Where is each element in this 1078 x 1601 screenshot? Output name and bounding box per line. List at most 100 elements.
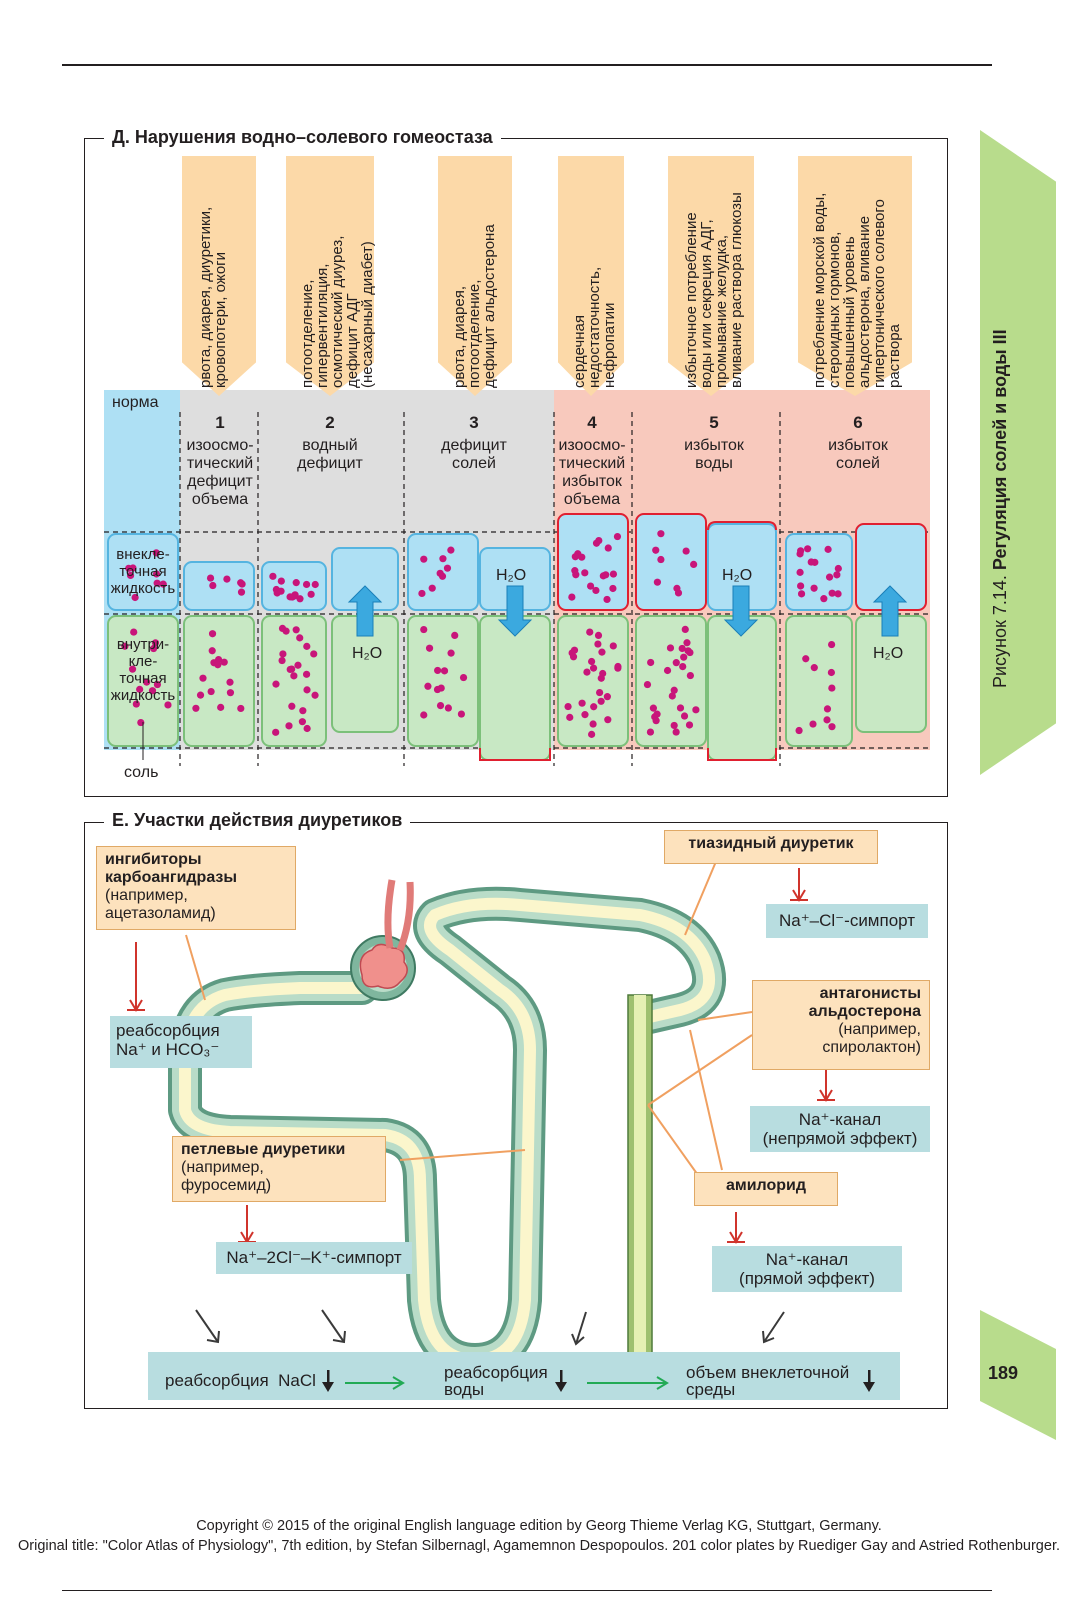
- column-number-5: 5: [709, 413, 719, 432]
- salt-dot: [292, 626, 300, 634]
- salt-dot: [294, 661, 302, 669]
- salt-dot: [121, 642, 129, 650]
- salt-dot: [159, 580, 167, 588]
- salt-dot: [569, 653, 578, 661]
- top-rule: [62, 64, 992, 66]
- salt-dot: [420, 711, 428, 719]
- salt-dot: [444, 704, 452, 712]
- ca-target-box: реабсорбция Na⁺ и HCO₃⁻: [110, 1016, 252, 1068]
- aldosterone-target-text: Na⁺-канал (непрямой эффект): [762, 1110, 918, 1148]
- salt-dot: [690, 560, 698, 569]
- salt-dot: [823, 716, 831, 724]
- salt-dot: [604, 544, 612, 552]
- salt-dot: [152, 549, 160, 557]
- salt-dot: [132, 700, 140, 708]
- salt-dot: [436, 701, 445, 710]
- salt-dot: [672, 659, 680, 667]
- salt-dot: [586, 582, 595, 590]
- col5-ecf: [635, 513, 707, 611]
- salt-dot: [679, 662, 687, 671]
- salt-dot: [570, 646, 579, 654]
- summary-bar: [148, 1352, 900, 1400]
- ca-target-text: реабсорбция Na⁺ и HCO₃⁻: [116, 1021, 220, 1059]
- column-number-1: 1: [215, 413, 225, 432]
- salt-dot: [130, 628, 138, 636]
- salt-dot: [428, 584, 436, 592]
- salt-dot: [149, 644, 158, 653]
- salt-dot: [126, 571, 135, 580]
- salt-dot: [834, 590, 842, 598]
- gray-arrows: [195, 1309, 785, 1346]
- loop-diuretics-title: петлевые диуретики: [181, 1141, 346, 1158]
- salt-dot: [226, 689, 235, 697]
- copyright-line-2: Original title: "Color Atlas of Physiolo…: [17, 1538, 1060, 1554]
- salt-dot: [302, 670, 311, 678]
- salt-dot: [129, 564, 137, 572]
- fluid-compartments-diagram: [104, 412, 930, 766]
- salt-dot: [214, 661, 222, 669]
- salt-dot: [288, 665, 296, 673]
- col2-water-arrow: [347, 585, 383, 637]
- salt-dot: [578, 553, 586, 561]
- salt-dot: [136, 685, 144, 693]
- summary-nacl: реабсорбция NaCl: [165, 1371, 316, 1390]
- h2o-label-col6: H₂O: [873, 645, 904, 662]
- salt-dot: [682, 547, 690, 555]
- thiazide-target-text: Na⁺–Cl⁻-симпорт: [778, 911, 916, 930]
- salt-dot: [668, 692, 676, 700]
- salt-dot: [825, 573, 834, 581]
- salt-dot: [457, 710, 466, 718]
- salt-dot: [196, 691, 205, 699]
- salt-dot: [277, 577, 285, 585]
- salt-dot: [683, 639, 691, 647]
- salt-dot: [603, 693, 611, 701]
- salt-dot: [680, 712, 689, 720]
- cause-banner-3: [438, 156, 512, 396]
- salt-dot: [152, 570, 161, 578]
- salt-dot: [797, 547, 805, 555]
- salt-dot: [151, 639, 160, 647]
- salt-dot: [298, 718, 306, 726]
- salt-dot: [436, 569, 444, 577]
- salt-dot: [447, 546, 455, 554]
- salt-dot: [164, 701, 172, 709]
- cause-banner-5: [668, 156, 754, 396]
- salt-dot: [797, 590, 806, 598]
- salt-dot: [594, 631, 603, 640]
- salt-dot: [447, 649, 455, 657]
- salt-dot: [439, 555, 447, 563]
- salt-dot: [307, 590, 315, 598]
- salt-dot: [296, 595, 304, 603]
- column-number-4: 4: [587, 413, 597, 432]
- salt-dot: [647, 658, 655, 667]
- salt-dot: [670, 721, 678, 730]
- salt-dot: [828, 640, 836, 649]
- column-number-2: 2: [325, 413, 335, 432]
- salt-dot: [278, 624, 287, 633]
- salt-dot: [310, 650, 318, 658]
- salt-dot: [220, 658, 228, 666]
- column-label-3: дефицит солей: [441, 437, 507, 472]
- aldosterone-antagonists-example: (например, спиролактон): [822, 1021, 921, 1056]
- section-d-frame: [84, 138, 948, 797]
- salt-dot: [207, 687, 215, 696]
- salt-dot: [602, 571, 610, 579]
- salt-dot: [653, 578, 662, 586]
- norm-label: норма: [112, 394, 159, 411]
- salt-dot: [237, 704, 245, 713]
- salt-dot: [604, 716, 612, 724]
- down-arrows: [322, 1370, 875, 1392]
- glomerulus: [350, 879, 416, 1001]
- thiazide-title: тиазидный диуретик: [688, 835, 854, 852]
- salt-dot: [657, 555, 665, 564]
- copyright-line-1: Copyright © 2015 of the original English…: [196, 1518, 882, 1534]
- salt-dot: [564, 702, 572, 711]
- column-number-6: 6: [853, 413, 863, 432]
- salt-dot: [223, 575, 231, 583]
- salt-dot: [206, 574, 215, 582]
- salt-dot: [290, 672, 298, 680]
- salt-dot: [613, 532, 622, 541]
- salt-dot: [603, 595, 611, 604]
- salt-dot: [592, 586, 600, 595]
- salt-dot: [809, 720, 817, 728]
